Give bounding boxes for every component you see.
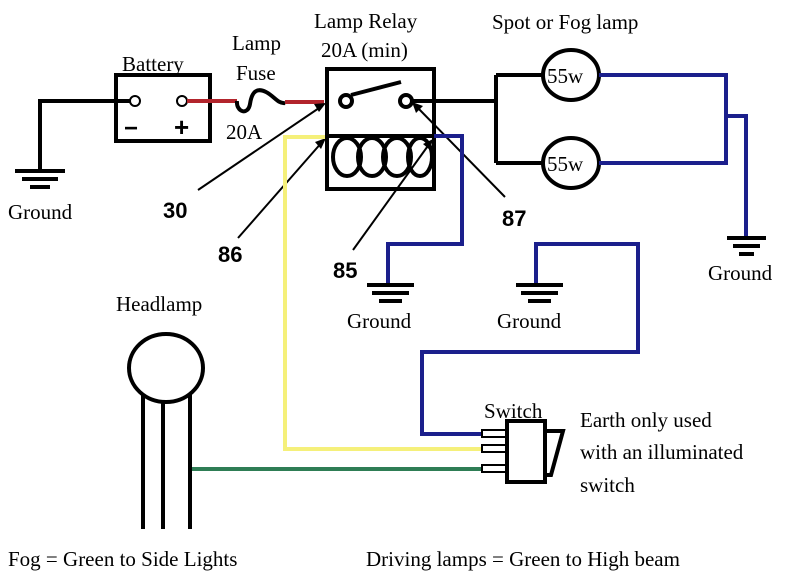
fuse-label-line1: Lamp <box>232 31 281 55</box>
earth-note-line2: with an illuminated <box>580 440 744 464</box>
lamp-ground-wire <box>726 114 748 238</box>
switch-pin-feed <box>481 444 508 453</box>
relay-label-line2: 20A (min) <box>321 38 408 62</box>
pin-85-label: 85 <box>333 258 357 283</box>
pin-86-label: 86 <box>218 242 242 267</box>
ground-label-battery: Ground <box>8 200 73 224</box>
wire-85-to-ground <box>386 134 464 285</box>
ground-label-lamps: Ground <box>708 261 773 285</box>
fuse-symbol <box>234 88 286 114</box>
relay: Lamp Relay 20A (min) <box>314 9 436 191</box>
ground-symbol-battery <box>15 169 65 189</box>
lamp2-rating: 55w <box>547 152 584 176</box>
pin-87-callout: 87 <box>412 102 526 231</box>
wire-86-to-switch <box>283 135 482 451</box>
battery-positive-terminal <box>176 95 188 107</box>
fuse-rating: 20A <box>226 120 263 144</box>
relay-switch-arm <box>350 80 402 97</box>
switch-pin-power <box>481 464 508 473</box>
headlamp-bulb <box>127 332 205 404</box>
battery-body <box>114 73 212 143</box>
lamp-ground-return <box>599 73 728 165</box>
battery-negative-sign: − <box>124 115 138 142</box>
ground-symbol-relay <box>367 283 414 303</box>
driving-note: Driving lamps = Green to High beam <box>366 547 680 571</box>
pin-30-callout: 30 <box>163 103 326 223</box>
ground-symbol-switch <box>516 283 563 303</box>
headlamp-label: Headlamp <box>116 292 202 316</box>
switch-label: Switch <box>484 399 543 423</box>
relay-contact-30 <box>338 93 354 109</box>
battery-negative-terminal <box>129 95 141 107</box>
fuse-label-line2: Fuse <box>236 61 276 85</box>
ground-label-switch: Ground <box>497 309 562 333</box>
pin-87-label: 87 <box>502 206 526 231</box>
battery-positive-sign: + <box>174 112 189 142</box>
battery: − + Battery <box>114 52 212 143</box>
switch[interactable] <box>481 419 566 484</box>
earth-note-line3: switch <box>580 473 635 497</box>
relay-label-line1: Lamp Relay <box>314 9 418 33</box>
lamps-title: Spot or Fog lamp <box>492 10 638 34</box>
spot-lamp-1: 55w <box>541 48 601 102</box>
pin-86-callout: 86 <box>218 138 326 267</box>
relay-coil <box>331 136 434 178</box>
battery-label: Battery <box>122 52 184 76</box>
ground-label-relay: Ground <box>347 309 412 333</box>
headlamp: Headlamp <box>116 292 205 529</box>
lamp1-rating: 55w <box>547 64 584 88</box>
relay-contact-87 <box>398 93 414 109</box>
ground-symbol-lamps <box>727 236 766 256</box>
wire-switch-ground <box>420 242 640 436</box>
pin-85-callout: 85 <box>333 139 433 283</box>
spot-lamp-2: 55w <box>541 136 601 190</box>
switch-pin-earth <box>481 429 508 438</box>
fog-note: Fog = Green to Side Lights <box>8 547 237 571</box>
relay-body <box>325 67 436 191</box>
pin-30-label: 30 <box>163 198 187 223</box>
earth-note-line1: Earth only used <box>580 408 712 432</box>
battery-ground-wire <box>38 99 130 172</box>
switch-rocker[interactable] <box>545 429 566 477</box>
switch-body[interactable] <box>505 419 547 484</box>
